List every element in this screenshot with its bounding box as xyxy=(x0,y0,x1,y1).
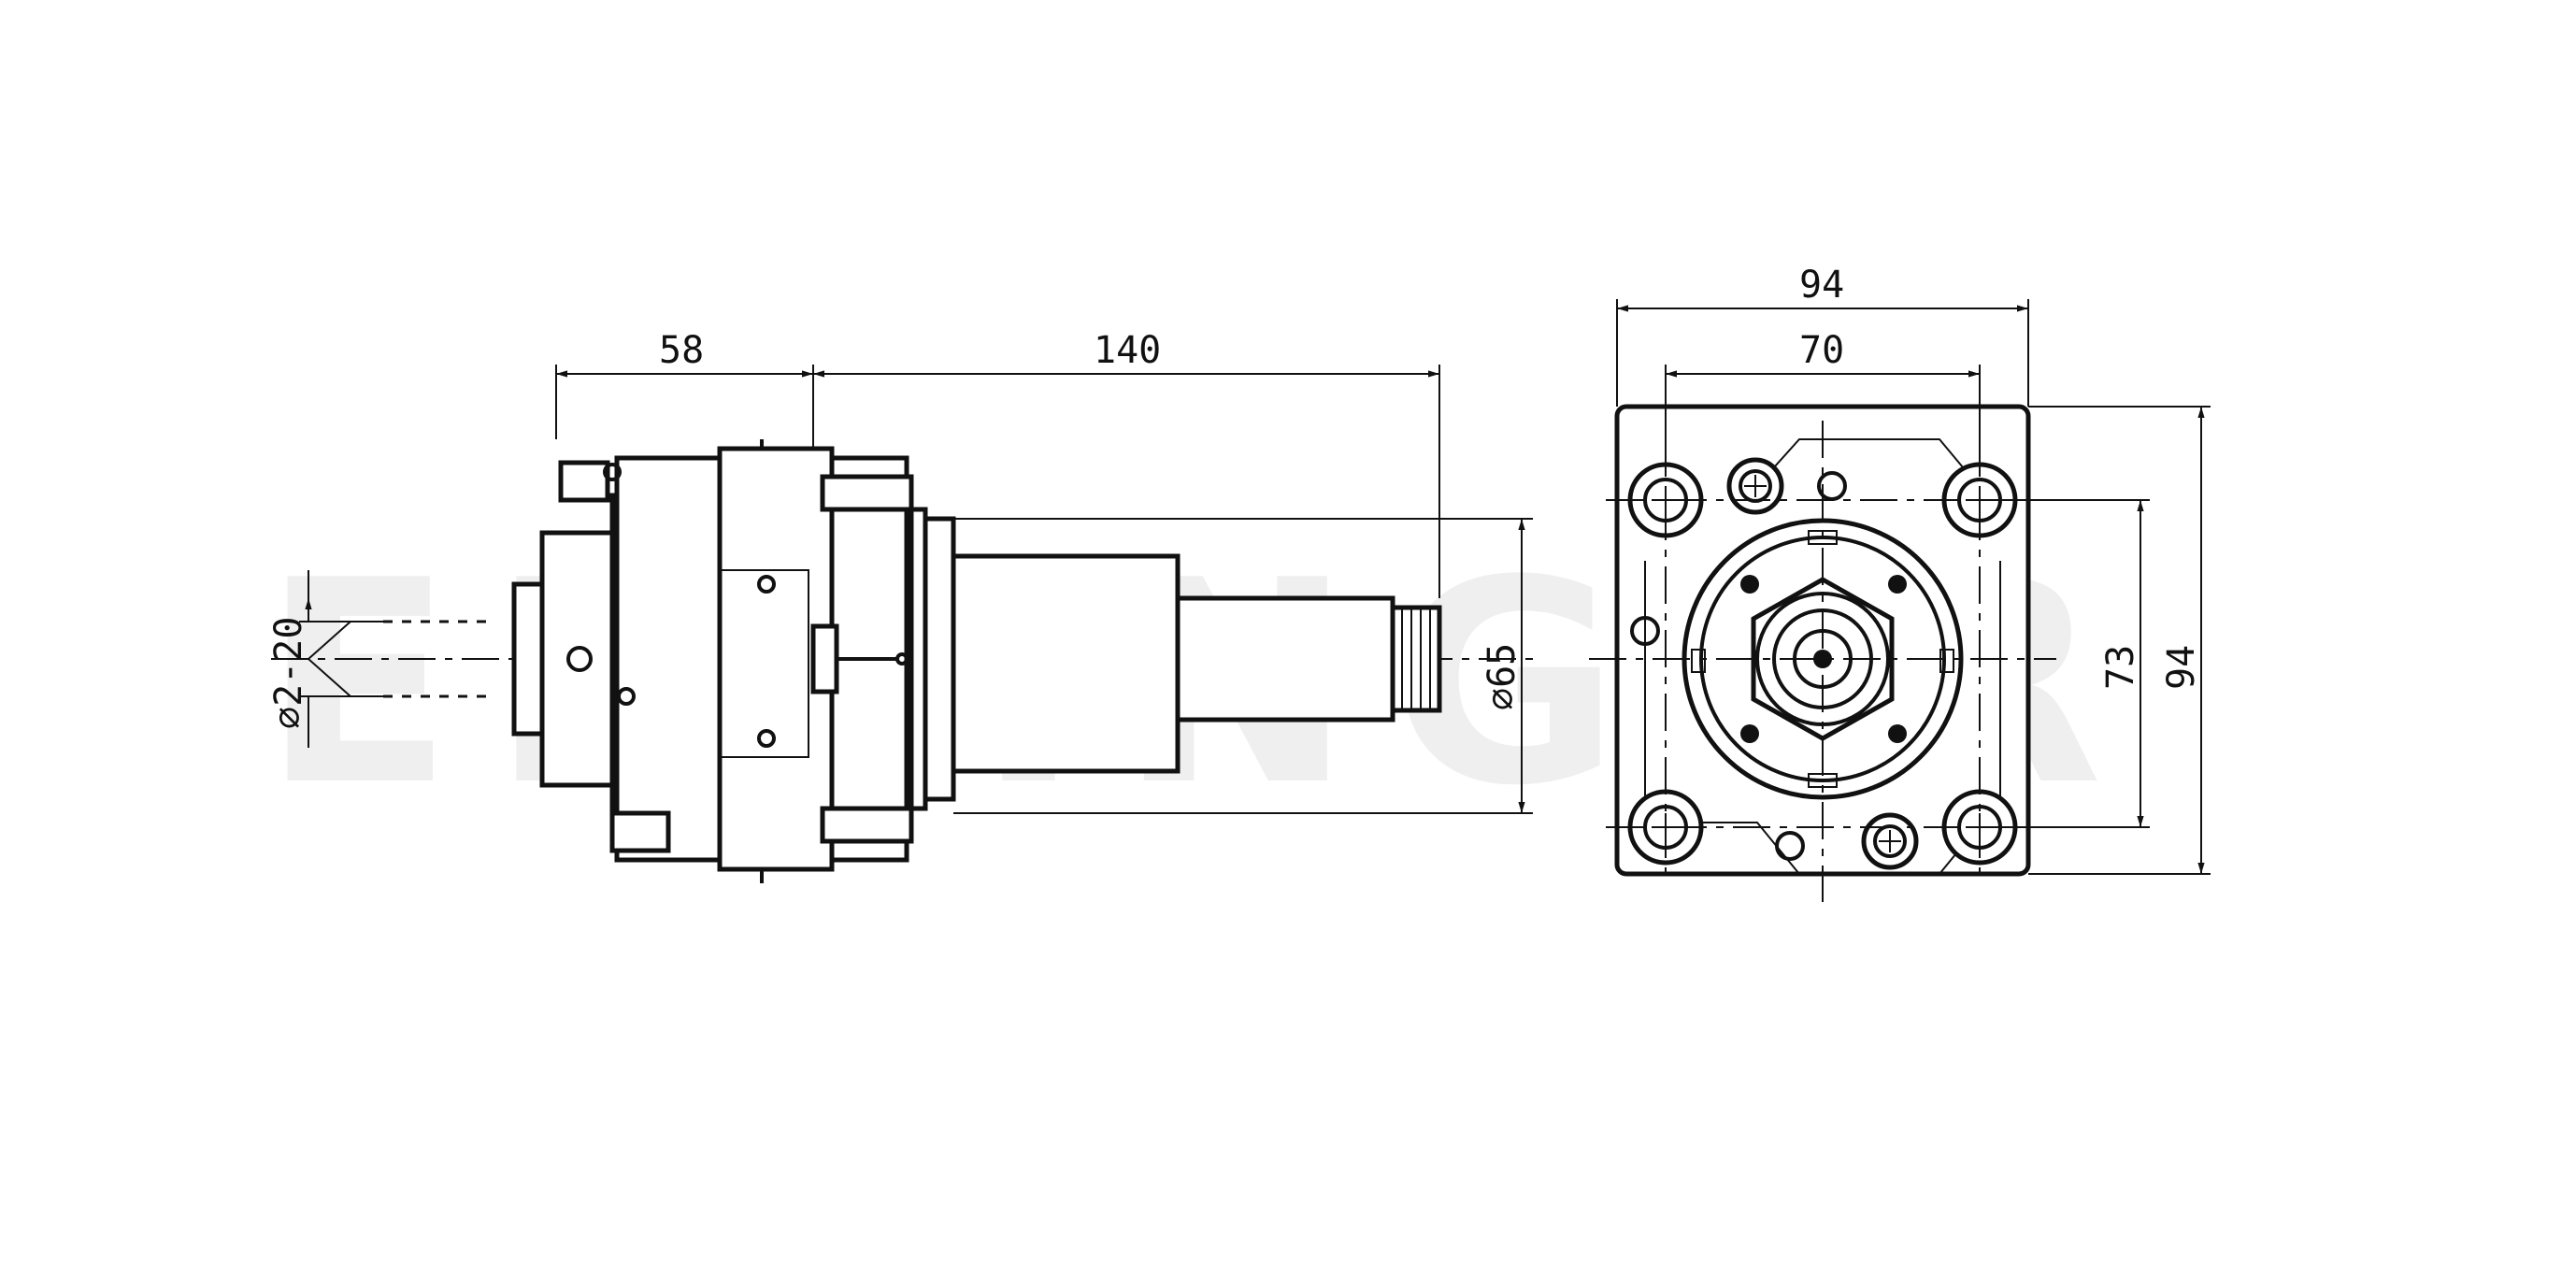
pin-bottom xyxy=(1861,812,1919,870)
dimension-94-height: 94 xyxy=(2160,645,2203,690)
side-view: 58 140 ⌀2-20 ⌀65 xyxy=(267,329,1533,883)
front-view: 94 70 73 94 xyxy=(1589,264,2211,902)
dimension-70: 70 xyxy=(1799,329,1844,372)
dimension-58: 58 xyxy=(659,329,704,372)
dimension-94-width: 94 xyxy=(1799,264,1844,307)
pin-top xyxy=(1726,457,1784,515)
dimension-140: 140 xyxy=(1094,329,1161,372)
dimension-73: 73 xyxy=(2099,645,2142,690)
dimension-dia-65: ⌀65 xyxy=(1481,643,1524,710)
dimension-dia-2-20: ⌀2-20 xyxy=(267,617,310,729)
